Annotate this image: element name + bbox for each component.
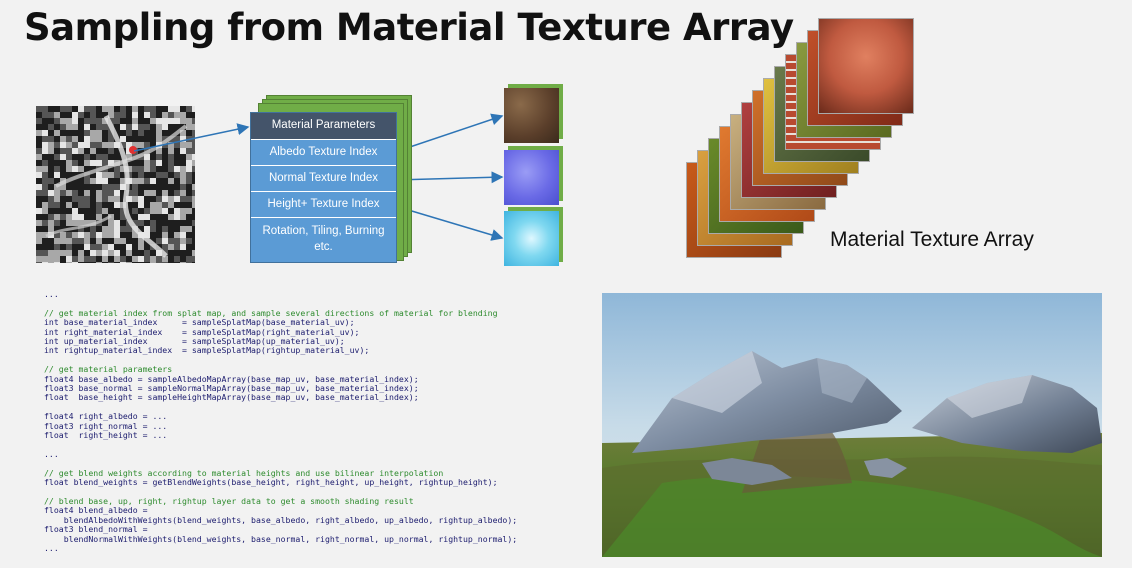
shader-code-block: ... // get material index from splat map… — [44, 290, 517, 553]
height-texture-thumb — [504, 211, 564, 271]
splat-map-image — [36, 106, 195, 263]
terrain-render-image — [602, 293, 1102, 557]
code-line: ... — [44, 449, 59, 459]
panel-header: Material Parameters — [251, 113, 396, 140]
panel-row-albedo: Albedo Texture Index — [251, 140, 396, 166]
albedo-texture-thumb — [504, 88, 564, 148]
slide-title: Sampling from Material Texture Array — [24, 6, 794, 49]
panel-row-normal: Normal Texture Index — [251, 166, 396, 192]
texture-array-label: Material Texture Array — [830, 228, 1034, 252]
code-line: float right_height = ... — [44, 430, 167, 440]
code-line: ... — [44, 289, 59, 299]
code-line: float blend_weights = getBlendWeights(ba… — [44, 477, 498, 487]
texture-array-top-layer — [818, 18, 914, 114]
panel-row-rotation: Rotation, Tiling, Burning etc. — [251, 218, 396, 262]
material-parameters-panel: Material Parameters Albedo Texture Index… — [250, 112, 397, 263]
sample-point-marker — [129, 146, 137, 154]
code-line: float base_height = sampleHeightMapArray… — [44, 392, 419, 402]
code-line: blendNormalWithWeights(blend_weights, ba… — [44, 534, 517, 544]
code-line: ... — [44, 543, 59, 553]
panel-row-height: Height+ Texture Index — [251, 192, 396, 218]
material-texture-array-stack — [686, 22, 926, 262]
normal-texture-thumb — [504, 150, 564, 210]
code-line: int rightup_material_index = sampleSplat… — [44, 345, 369, 355]
